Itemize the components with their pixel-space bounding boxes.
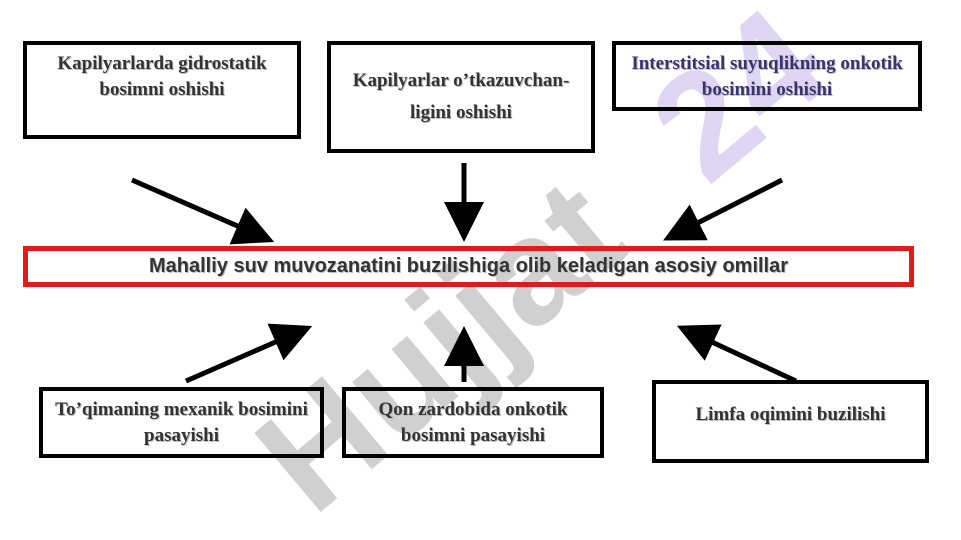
cause-text: Kapilyarlarda gidrostatik bosimni oshish… <box>57 53 267 100</box>
cause-box-bottom-right: Limfa oqimini buzilishi <box>652 380 929 463</box>
arrow-top-right <box>663 177 784 241</box>
cause-text: To’qimaning mexanik bosimini pasayishi <box>55 399 308 446</box>
cause-box-top-center: Kapilyarlar o’tkazuvchan-ligini oshishi <box>327 41 595 153</box>
cause-box-top-left: Kapilyarlarda gidrostatik bosimni oshish… <box>23 41 301 139</box>
arrow-top-left <box>131 177 275 245</box>
cause-text: Interstitsial suyuqlikning onkotik bosim… <box>631 53 903 100</box>
cause-text: Kapilyarlar o’tkazuvchan-ligini oshishi <box>352 70 570 123</box>
arrow-bottom-left <box>185 323 313 384</box>
cause-text: Qon zardobida onkotik bosimni pasayishi <box>378 399 568 446</box>
cause-text: Limfa oqimini buzilishi <box>695 404 886 425</box>
central-title-box: Mahalliy suv muvozanatini buzilishiga ol… <box>23 246 914 287</box>
cause-box-bottom-left: To’qimaning mexanik bosimini pasayishi <box>39 387 324 458</box>
central-title: Mahalliy suv muvozanatini buzilishiga ol… <box>148 255 789 277</box>
svg-text:Hujjat: Hujjat <box>226 146 653 540</box>
arrow-bottom-right <box>676 324 798 384</box>
cause-box-bottom-center: Qon zardobida onkotik bosimni pasayishi <box>342 387 604 458</box>
cause-box-top-right: Interstitsial suyuqlikning onkotik bosim… <box>612 41 922 111</box>
